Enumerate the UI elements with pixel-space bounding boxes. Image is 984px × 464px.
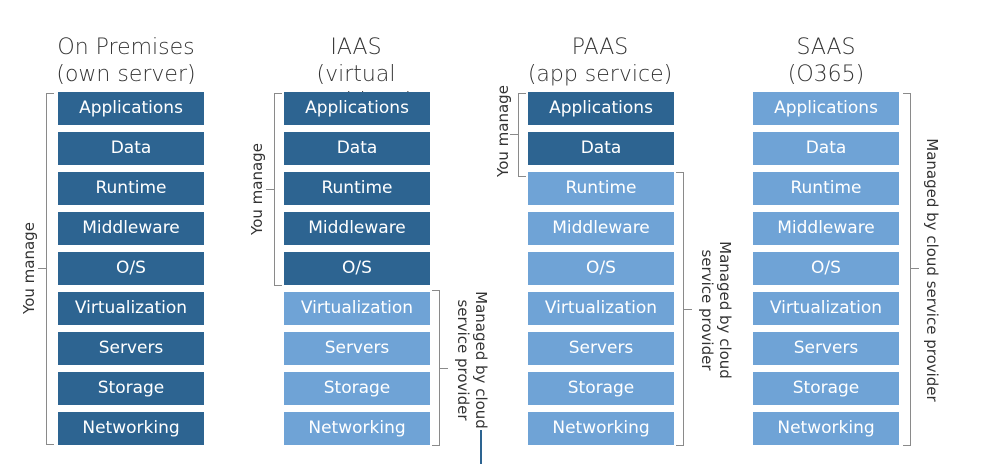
- title-line1: IAAS: [330, 35, 382, 60]
- layer-runtime: Runtime: [528, 172, 674, 205]
- layer-data: Data: [753, 132, 899, 165]
- title-line2: (O365): [787, 62, 865, 87]
- layer-os: O/S: [284, 252, 430, 285]
- title-on-premises: On Premises (own server): [36, 34, 216, 88]
- layer-storage: Storage: [58, 372, 204, 405]
- layer-os: O/S: [528, 252, 674, 285]
- layer-storage: Storage: [284, 372, 430, 405]
- title-saas: SAAS (O365): [736, 34, 916, 88]
- title-paas: PAAS (app service): [510, 34, 690, 88]
- layer-applications: Applications: [528, 92, 674, 125]
- layer-virtualization: Virtualization: [58, 292, 204, 325]
- bracket-tick: [266, 189, 274, 190]
- layer-os: O/S: [753, 252, 899, 285]
- layer-data: Data: [528, 132, 674, 165]
- layer-virtualization: Virtualization: [284, 292, 430, 325]
- layer-runtime: Runtime: [284, 172, 430, 205]
- layer-middleware: Middleware: [528, 212, 674, 245]
- title-line1: SAAS: [796, 35, 856, 60]
- layer-networking: Networking: [58, 412, 204, 445]
- label-managed-paas: Managed by cloud service provider: [698, 241, 734, 379]
- layer-middleware: Middleware: [753, 212, 899, 245]
- label-line1: Managed by cloud: [716, 241, 734, 379]
- layer-servers: Servers: [753, 332, 899, 365]
- cursor-mark: [480, 430, 482, 464]
- title-line2: (app service): [527, 62, 673, 87]
- layer-storage: Storage: [753, 372, 899, 405]
- bracket-tick: [38, 268, 46, 269]
- layer-middleware: Middleware: [58, 212, 204, 245]
- layer-os: O/S: [58, 252, 204, 285]
- layer-networking: Networking: [753, 412, 899, 445]
- bracket-tick: [911, 268, 919, 269]
- layer-applications: Applications: [284, 92, 430, 125]
- layer-runtime: Runtime: [58, 172, 204, 205]
- label-line1: Managed by cloud: [472, 291, 490, 429]
- bracket-tick: [440, 368, 448, 369]
- label-you-manage-on-premises: You manage: [20, 222, 38, 314]
- layer-virtualization: Virtualization: [753, 292, 899, 325]
- bracket-you-manage-on-premises: [46, 93, 54, 445]
- bracket-tick: [684, 309, 692, 310]
- layer-applications: Applications: [753, 92, 899, 125]
- layer-data: Data: [284, 132, 430, 165]
- label-you-manage-paas: You manage: [494, 85, 512, 177]
- layer-virtualization: Virtualization: [528, 292, 674, 325]
- layer-servers: Servers: [528, 332, 674, 365]
- bracket-managed-iaas: [432, 290, 440, 446]
- layer-applications: Applications: [58, 92, 204, 125]
- bracket-you-manage-iaas: [274, 93, 282, 286]
- title-line1: PAAS: [571, 35, 629, 60]
- label-line2: service provider: [698, 249, 716, 371]
- layer-data: Data: [58, 132, 204, 165]
- layer-storage: Storage: [528, 372, 674, 405]
- layer-networking: Networking: [528, 412, 674, 445]
- layer-runtime: Runtime: [753, 172, 899, 205]
- layer-servers: Servers: [58, 332, 204, 365]
- title-line1: On Premises: [57, 35, 195, 60]
- layer-networking: Networking: [284, 412, 430, 445]
- bracket-managed-saas: [903, 93, 911, 446]
- bracket-tick: [510, 134, 518, 135]
- bracket-managed-paas: [676, 172, 684, 446]
- label-managed-iaas: Managed by cloud service provider: [454, 291, 490, 429]
- label-you-manage-iaas: You manage: [248, 143, 266, 235]
- layer-middleware: Middleware: [284, 212, 430, 245]
- label-managed-saas: Managed by cloud service provider: [923, 138, 941, 402]
- layer-servers: Servers: [284, 332, 430, 365]
- bracket-you-manage-paas: [518, 93, 526, 177]
- label-line2: service provider: [454, 299, 472, 421]
- title-line2: (own server): [56, 62, 196, 87]
